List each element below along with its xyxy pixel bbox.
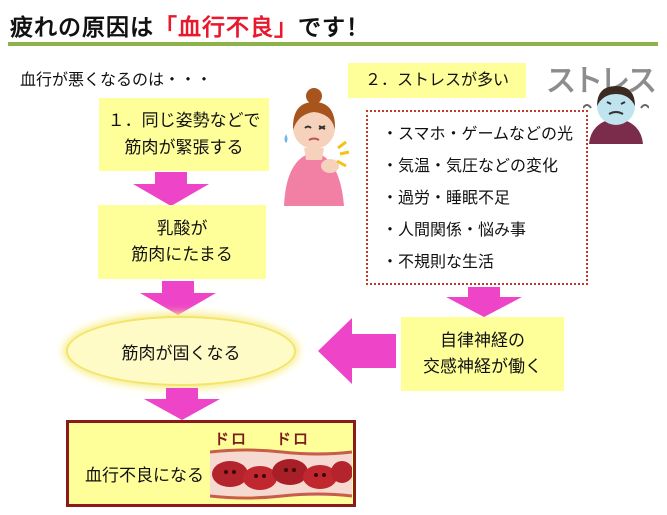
intro-text: 血行が悪くなるのは・・・ (20, 70, 213, 89)
stressed-person-illustration (583, 86, 649, 144)
doro-text-1: ドロ (214, 430, 249, 448)
lactic-acid-line1: 乳酸が (156, 218, 208, 239)
sympathetic-nerve-box: 自律神経の交感神経が働く (401, 317, 564, 391)
stress-cause-item: ・スマホ・ゲームなどの光 (382, 124, 574, 143)
stress-cause-item: ・気温・気圧などの変化 (382, 156, 559, 175)
stress-cause-item: ・不規則な生活 (382, 252, 495, 271)
stress-causes-list: ・スマホ・ゲームなどの光 ・気温・気圧などの変化 ・過労・睡眠不足 ・人間関係・… (366, 110, 588, 285)
arrow-down-3 (144, 388, 220, 420)
lactic-acid-line2: 筋肉にたまる (131, 245, 233, 265)
arrow-down-1 (133, 172, 209, 206)
title-underline (8, 42, 658, 46)
title-suffix: です！ (298, 15, 370, 41)
arrow-left (318, 318, 396, 384)
title-prefix: 疲れの原因は (10, 15, 154, 41)
sympathetic-nerve-line1: 自律神経の (440, 330, 525, 351)
lactic-acid-box: 乳酸が筋肉にたまる (98, 205, 266, 279)
sympathetic-nerve-line2: 交感神経が働く (423, 357, 542, 377)
stress-cause-item: ・過労・睡眠不足 (382, 188, 511, 207)
doro-text-2: ドロ (276, 430, 311, 448)
page-title: 疲れの原因は「血行不良」です！ (10, 8, 370, 42)
cause-posture-line2: 筋肉が緊張する (124, 137, 244, 158)
muscle-stiff-ellipse: 筋肉が固くなる (66, 316, 296, 386)
stress-heading-box: ２．ストレスが多い (348, 63, 526, 98)
cause-posture-line1: １．同じ姿勢などで (107, 111, 261, 132)
muscle-stiff-label: 筋肉が固くなる (121, 343, 241, 364)
arrow-down-2 (140, 281, 216, 315)
blood-vessel-illustration (210, 448, 352, 500)
poor-circulation-label: 血行不良になる (85, 466, 204, 486)
tired-woman-illustration (284, 88, 350, 206)
title-highlight: 「血行不良」 (154, 15, 298, 41)
cause-posture-box: １．同じ姿勢などで筋肉が緊張する (99, 98, 269, 171)
arrow-down-4 (446, 287, 522, 317)
stress-cause-item: ・人間関係・悩み事 (382, 220, 527, 239)
